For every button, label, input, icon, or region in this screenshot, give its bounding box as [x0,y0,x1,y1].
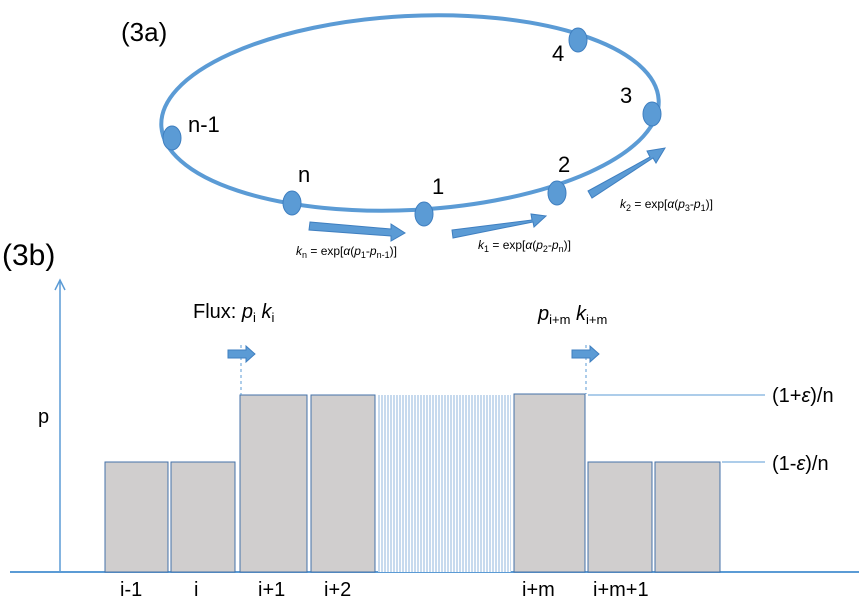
node-n-dot [282,190,302,216]
flux-right-label: pi+m ki+m [537,303,607,327]
arrow-kn [308,221,406,242]
bar-i-1 [104,461,169,573]
arrow-k2 [587,147,666,199]
node-label-4: 4 [552,41,564,66]
node-label-2: 2 [558,152,570,177]
bar-label-i+1: i+1 [258,579,285,601]
flux-right-arrow [571,344,600,364]
y-axis-arrowhead [54,278,66,291]
flux-left-label: Flux: pi ki [193,301,274,325]
rate-kn-formula: kn = exp[α(p1-pn-1)] [296,244,397,260]
arrow-k1 [451,213,548,239]
bar-i [170,461,236,573]
bar-label-i+m: i+m [522,579,555,601]
ring [159,13,661,213]
rate-k1-formula: k1 = exp[α(p2-pn)] [478,238,571,254]
bar-label-i-1: i-1 [120,579,142,601]
bar-i+m+2 [654,461,721,573]
diagram-b-label: (3b) [2,239,55,272]
y-axis-label: p [38,406,49,428]
bar-label-i+2: i+2 [324,579,351,601]
node-4-dot [568,27,588,53]
node-label-3: 3 [620,83,632,108]
rate-k2-formula: k2 = exp[α(p3-p1)] [620,197,713,213]
node-label-1: 1 [432,174,444,199]
bar-label-i+m+1: i+m+1 [593,579,649,601]
node-n-1-dot [162,125,182,151]
level-low-label: (1-ε)/n [772,453,829,475]
node-1-dot [414,201,434,227]
bar-i+2 [310,394,376,573]
diagram-a-label: (3a) [121,17,167,47]
node-3-dot [642,101,662,127]
bar-i+m [513,393,586,573]
bar-label-i: i [194,579,198,601]
node-2-dot [547,180,567,206]
flux-left-arrow [227,344,256,364]
bar-gap-hatched [378,395,511,572]
node-label-n-1: n-1 [188,112,220,137]
level-high-label: (1+ε)/n [772,385,834,407]
node-label-n: n [298,162,310,187]
bar-i+m+1 [587,461,653,573]
bar-i+1 [239,394,308,573]
